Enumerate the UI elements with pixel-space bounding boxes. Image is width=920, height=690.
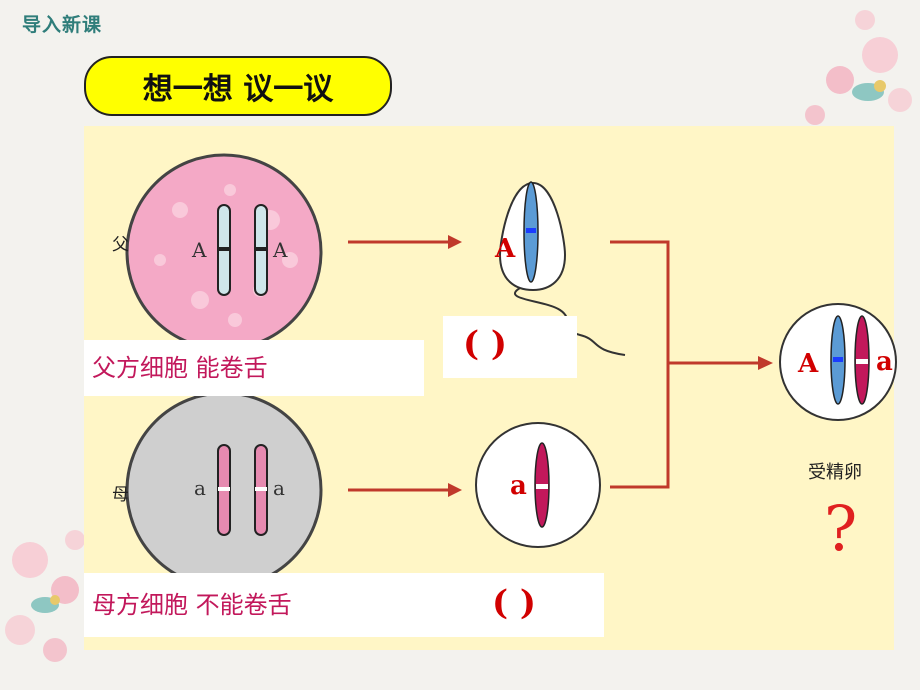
father-allele-2: A <box>272 238 288 262</box>
section-title: 导入新课 <box>22 14 103 36</box>
question-mark: ? <box>824 492 858 565</box>
egg-blank-parens: ( ) <box>492 583 537 623</box>
mother-chromosome-1-centromere <box>218 487 230 491</box>
father-caption-text: 父方细胞 能卷舌 <box>92 354 268 382</box>
sperm-chromosome-centromere <box>526 228 536 233</box>
father-caption: 父方细胞 能卷舌 <box>84 340 424 396</box>
zygote-chromosome-a-centromere <box>856 359 868 364</box>
egg-allele: a <box>510 471 527 501</box>
mother-chromosome-2-centromere <box>255 487 267 491</box>
flower-decoration-bottom-left <box>5 530 85 662</box>
mother-caption-text: 母方细胞 不能卷舌 <box>92 591 292 619</box>
sperm-blank-box: ( ) <box>443 316 577 378</box>
zygote-allele-A: A <box>797 349 819 379</box>
mother-caption: 母方细胞 不能卷舌 ( ) <box>84 573 604 637</box>
arrow-father-to-sperm <box>348 235 462 249</box>
mother-allele-1: a <box>194 476 206 500</box>
zygote-label: 受精卵 <box>808 462 862 483</box>
father-allele-1: A <box>191 238 207 262</box>
flower-decoration-top-right <box>805 10 912 125</box>
sperm-blank-parens: ( ) <box>463 324 508 364</box>
arrow-to-zygote-head <box>758 356 773 370</box>
arrow-mother-to-egg <box>348 483 462 497</box>
banner-think-discuss: 想一想 议一议 <box>84 56 392 116</box>
sperm-allele: A <box>494 234 516 264</box>
mother-label: 母 <box>112 485 129 505</box>
father-label: 父 <box>112 235 129 255</box>
zygote-chromosome-A-centromere <box>833 357 843 362</box>
egg-chromosome-centromere <box>536 484 548 489</box>
father-chromosome-1-centromere <box>218 247 230 251</box>
father-chromosome-2-centromere <box>255 247 267 251</box>
connector-to-zygote <box>610 240 765 489</box>
mother-allele-2: a <box>273 476 285 500</box>
zygote-allele-a: a <box>876 347 893 377</box>
banner-text: 想一想 议一议 <box>142 72 334 107</box>
